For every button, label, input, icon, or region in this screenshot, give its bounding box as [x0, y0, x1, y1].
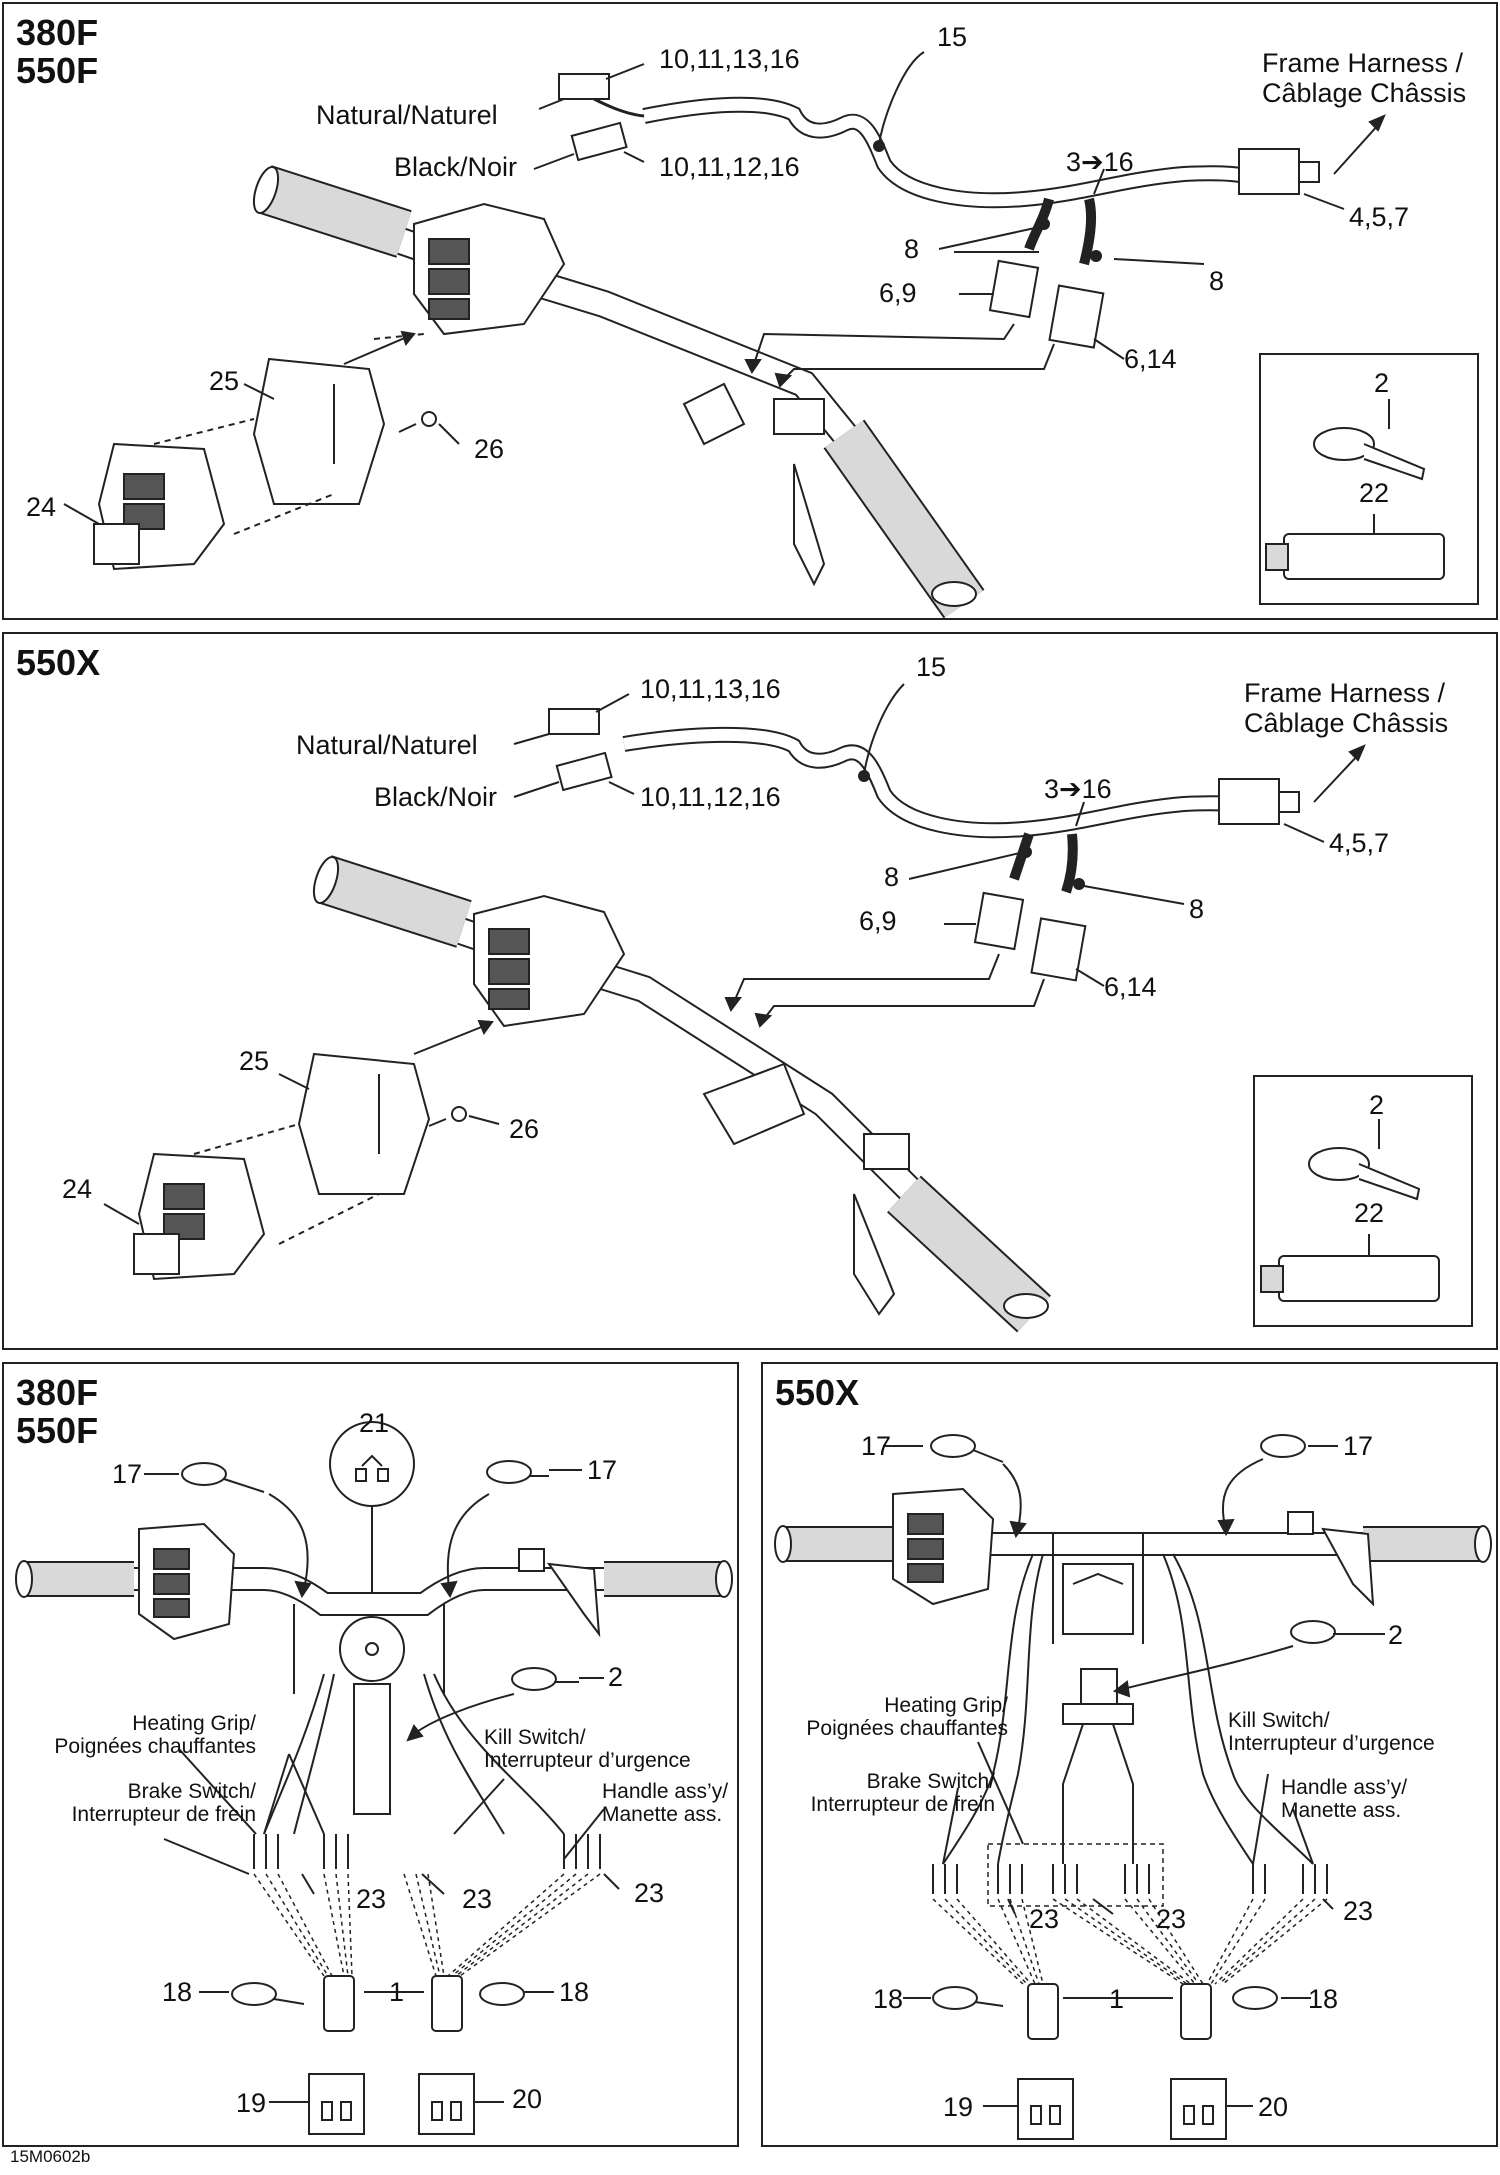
label-19: 19	[943, 2092, 974, 2122]
label-18-right: 18	[559, 1977, 590, 2007]
label-4-5-7: 4,5,7	[1349, 202, 1410, 232]
label-18-left: 18	[162, 1977, 193, 2007]
label-frame-harness: Frame Harness / Câblage Châssis	[1244, 678, 1449, 738]
panel-bottom-left: 380F 550F	[2, 1362, 739, 2147]
label-frame-harness: Frame Harness / Câblage Châssis	[1262, 48, 1467, 108]
label-2: 2	[1369, 1090, 1385, 1120]
label-23-left: 23	[356, 1884, 387, 1914]
label-20: 20	[1258, 2092, 1289, 2122]
label-17-left: 17	[112, 1459, 143, 1489]
panel-title: 380F 550F	[16, 12, 99, 91]
label-26: 26	[509, 1114, 540, 1144]
label-6-9: 6,9	[859, 906, 897, 936]
label-19: 19	[236, 2088, 267, 2118]
handlebar-harness-illustration	[63, 51, 1479, 619]
label-handle-assy: Handle ass’y/ Manette ass.	[1281, 1776, 1408, 1822]
label-8-left: 8	[904, 234, 920, 264]
label-17-right: 17	[1343, 1431, 1374, 1461]
label-6-9: 6,9	[879, 278, 917, 308]
label-18-right: 18	[1308, 1984, 1339, 2014]
label-black: Black/Noir	[394, 152, 518, 182]
label-2: 2	[1374, 368, 1390, 398]
panel-middle: 550X	[2, 632, 1498, 1350]
wiring-illustration	[774, 1434, 1492, 2140]
panel-bottom-right: 550X	[761, 1362, 1498, 2147]
label-24: 24	[26, 492, 57, 522]
label-brake-switch: Brake Switch/ Interrupteur de frein	[810, 1770, 995, 1816]
label-natural: Natural/Naturel	[316, 100, 498, 130]
handlebar-harness-illustration	[103, 683, 1473, 1333]
label-18-left: 18	[873, 1984, 904, 2014]
label-heating-grip: Heating Grip/ Poignées chauffantes	[54, 1712, 256, 1758]
label-3-to-16: 3➔16	[1044, 774, 1112, 804]
label-15: 15	[937, 22, 968, 52]
label-8-right: 8	[1189, 894, 1205, 924]
label-black: Black/Noir	[374, 782, 498, 812]
label-22: 22	[1354, 1198, 1385, 1228]
label-25: 25	[209, 366, 240, 396]
label-17-left: 17	[861, 1431, 892, 1461]
label-15: 15	[916, 652, 947, 682]
label-connector-10-11-13-16: 10,11,13,16	[659, 44, 800, 74]
label-22: 22	[1359, 478, 1390, 508]
wiring-illustration	[15, 1421, 733, 2135]
label-23-middle: 23	[1156, 1904, 1187, 1934]
label-24: 24	[62, 1174, 93, 1204]
label-connector-10-11-12-16: 10,11,12,16	[659, 152, 800, 182]
label-heating-grip: Heating Grip/ Poignées chauffantes	[806, 1694, 1008, 1740]
label-1: 1	[1109, 1984, 1125, 2014]
label-2: 2	[608, 1662, 624, 1692]
label-23-right: 23	[1343, 1896, 1374, 1926]
label-natural: Natural/Naturel	[296, 730, 478, 760]
label-kill-switch: Kill Switch/ Interrupteur d’urgence	[484, 1726, 691, 1772]
reference-code: 15M0602b	[10, 2147, 91, 2166]
label-8-left: 8	[884, 862, 900, 892]
label-17-right: 17	[587, 1455, 618, 1485]
label-6-14: 6,14	[1124, 344, 1177, 374]
panel-title: 550X	[16, 642, 101, 683]
label-20: 20	[512, 2084, 543, 2114]
label-3-to-16: 3➔16	[1066, 147, 1134, 177]
label-handle-assy: Handle ass’y/ Manette ass.	[602, 1780, 729, 1826]
label-brake-switch: Brake Switch/ Interrupteur de frein	[71, 1780, 256, 1826]
label-21: 21	[359, 1408, 390, 1438]
panel-title: 380F 550F	[16, 1372, 99, 1451]
label-connector-10-11-13-16: 10,11,13,16	[640, 674, 781, 704]
label-26: 26	[474, 434, 505, 464]
label-1: 1	[389, 1977, 405, 2007]
label-8-right: 8	[1209, 266, 1225, 296]
label-23-middle: 23	[462, 1884, 493, 1914]
label-23-left: 23	[1029, 1904, 1060, 1934]
label-2: 2	[1388, 1620, 1404, 1650]
label-23-right: 23	[634, 1878, 665, 1908]
panel-title: 550X	[775, 1372, 860, 1413]
label-connector-10-11-12-16: 10,11,12,16	[640, 782, 781, 812]
label-4-5-7: 4,5,7	[1329, 828, 1390, 858]
label-kill-switch: Kill Switch/ Interrupteur d’urgence	[1228, 1709, 1435, 1755]
panel-top: 380F 550F	[2, 2, 1498, 620]
label-25: 25	[239, 1046, 270, 1076]
label-6-14: 6,14	[1104, 972, 1157, 1002]
